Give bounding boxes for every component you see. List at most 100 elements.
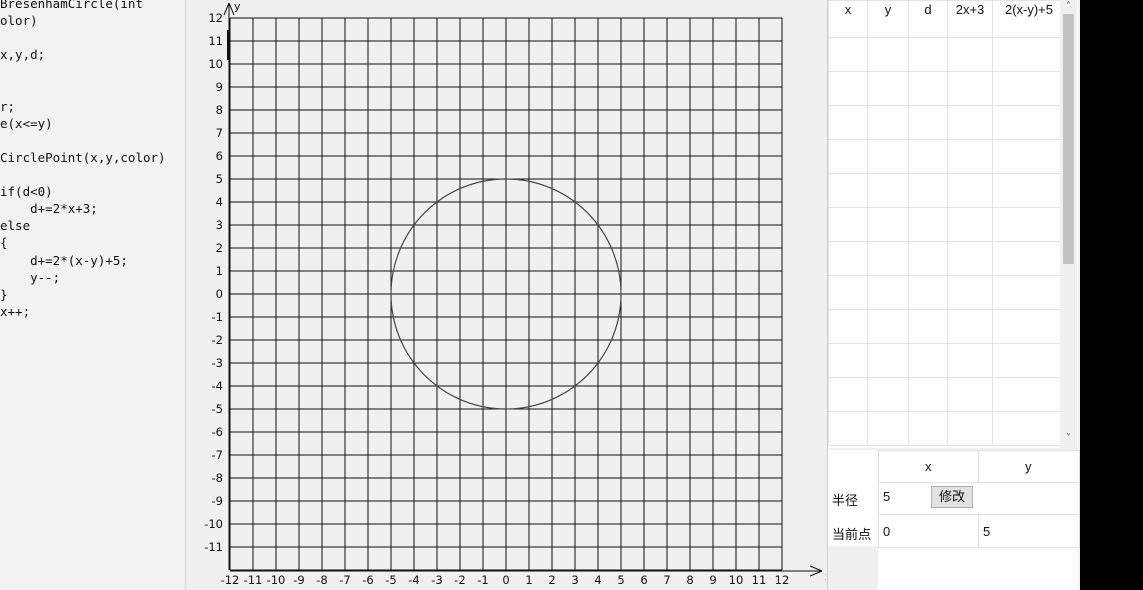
code-line: y--; [0, 269, 61, 285]
table-cell[interactable] [867, 207, 909, 242]
table-cell[interactable] [908, 241, 948, 276]
x-tick-label: -10 [267, 573, 286, 587]
table-cell[interactable] [992, 343, 1066, 378]
table-cell[interactable] [867, 275, 909, 310]
table-cell[interactable] [947, 241, 993, 276]
table-row[interactable] [828, 377, 1066, 412]
table-cell[interactable] [828, 309, 868, 344]
table-cell[interactable] [867, 241, 909, 276]
table-cell[interactable] [828, 411, 868, 446]
table-cell[interactable] [828, 173, 868, 208]
table-row[interactable] [828, 207, 1066, 242]
table-cell[interactable] [908, 105, 948, 140]
table-cell[interactable] [992, 207, 1066, 242]
table-cell[interactable] [908, 173, 948, 208]
table-cell[interactable] [867, 139, 909, 174]
table-cell[interactable] [947, 105, 993, 140]
y-tick-label: 11 [208, 34, 223, 48]
scroll-thumb[interactable] [1063, 14, 1074, 264]
table-cell[interactable] [828, 139, 868, 174]
table-cell[interactable] [992, 37, 1066, 72]
table-row[interactable] [828, 139, 1066, 174]
table-row[interactable] [828, 343, 1066, 378]
table-cell[interactable] [908, 411, 948, 446]
table-cell[interactable] [828, 275, 868, 310]
table-cell[interactable] [992, 71, 1066, 106]
scroll-up-icon[interactable]: ˄ [1066, 1, 1071, 12]
table-row[interactable] [828, 71, 1066, 106]
table-cell[interactable] [947, 37, 993, 72]
table-cell[interactable] [867, 71, 909, 106]
current-point-label: 当前点 [832, 527, 872, 542]
table-cell[interactable] [947, 173, 993, 208]
y-tick-label: 5 [216, 172, 223, 186]
table-cell[interactable] [947, 377, 993, 412]
table-cell[interactable] [908, 377, 948, 412]
table-scrollbar[interactable]: ˄ ˅ [1060, 0, 1077, 448]
table-cell[interactable] [908, 71, 948, 106]
table-row[interactable] [828, 173, 1066, 208]
table-cell[interactable] [828, 71, 868, 106]
table-row[interactable] [828, 411, 1066, 446]
code-line: if(d<0) [0, 184, 53, 200]
table-cell[interactable] [947, 275, 993, 310]
y-tick-label: 12 [208, 11, 223, 25]
table-cell[interactable] [992, 241, 1066, 276]
x-tick-label: -12 [221, 573, 240, 587]
table-row[interactable] [828, 105, 1066, 140]
table-cell[interactable] [992, 275, 1066, 310]
table-cell[interactable] [867, 173, 909, 208]
table-cell[interactable] [867, 105, 909, 140]
table-cell[interactable] [992, 173, 1066, 208]
x-tick-label: 6 [640, 573, 647, 587]
table-cell[interactable] [908, 275, 948, 310]
table-cell[interactable] [908, 139, 948, 174]
table-cell[interactable] [828, 343, 868, 378]
table-cell[interactable] [867, 37, 909, 72]
x-tick-label: 10 [729, 573, 744, 587]
table-header[interactable]: d [908, 0, 948, 38]
table-cell[interactable] [947, 343, 993, 378]
table-row[interactable] [828, 37, 1066, 72]
table-cell[interactable] [947, 309, 993, 344]
table-header[interactable]: x [828, 0, 868, 38]
table-header[interactable]: 2(x-y)+5 [992, 0, 1066, 38]
table-cell[interactable] [992, 411, 1066, 446]
table-cell[interactable] [867, 309, 909, 344]
empty-row-header [828, 546, 878, 590]
table-cell[interactable] [947, 411, 993, 446]
table-header[interactable]: y [867, 0, 909, 38]
table-cell[interactable] [828, 377, 868, 412]
x-tick-label: -7 [339, 573, 350, 587]
scroll-down-icon[interactable]: ˅ [1066, 433, 1071, 444]
table-cell[interactable] [828, 241, 868, 276]
table-cell[interactable] [908, 343, 948, 378]
table-row[interactable] [828, 241, 1066, 276]
x-tick-label: 3 [571, 573, 578, 587]
table-row[interactable] [828, 275, 1066, 310]
table-cell[interactable] [867, 411, 909, 446]
radius-input[interactable]: 5 [883, 489, 891, 504]
table-cell[interactable] [828, 207, 868, 242]
table-cell[interactable] [992, 105, 1066, 140]
table-header[interactable]: 2x+3 [947, 0, 993, 38]
table-cell[interactable] [947, 207, 993, 242]
table-cell[interactable] [867, 343, 909, 378]
table-cell[interactable] [992, 309, 1066, 344]
code-line: d+=2*x+3; [0, 201, 98, 217]
table-cell[interactable] [992, 377, 1066, 412]
table-row[interactable] [828, 309, 1066, 344]
table-cell[interactable] [867, 377, 909, 412]
table-cell[interactable] [908, 309, 948, 344]
x-tick-label: 2 [548, 573, 555, 587]
table-cell[interactable] [947, 71, 993, 106]
table-cell[interactable] [992, 139, 1066, 174]
table-cell[interactable] [828, 37, 868, 72]
table-cell[interactable] [947, 139, 993, 174]
table-cell[interactable] [828, 105, 868, 140]
y-tick-label: 0 [216, 287, 223, 301]
table-cell[interactable] [908, 207, 948, 242]
table-cell[interactable] [908, 37, 948, 72]
modify-button[interactable]: 修改 [931, 486, 973, 508]
